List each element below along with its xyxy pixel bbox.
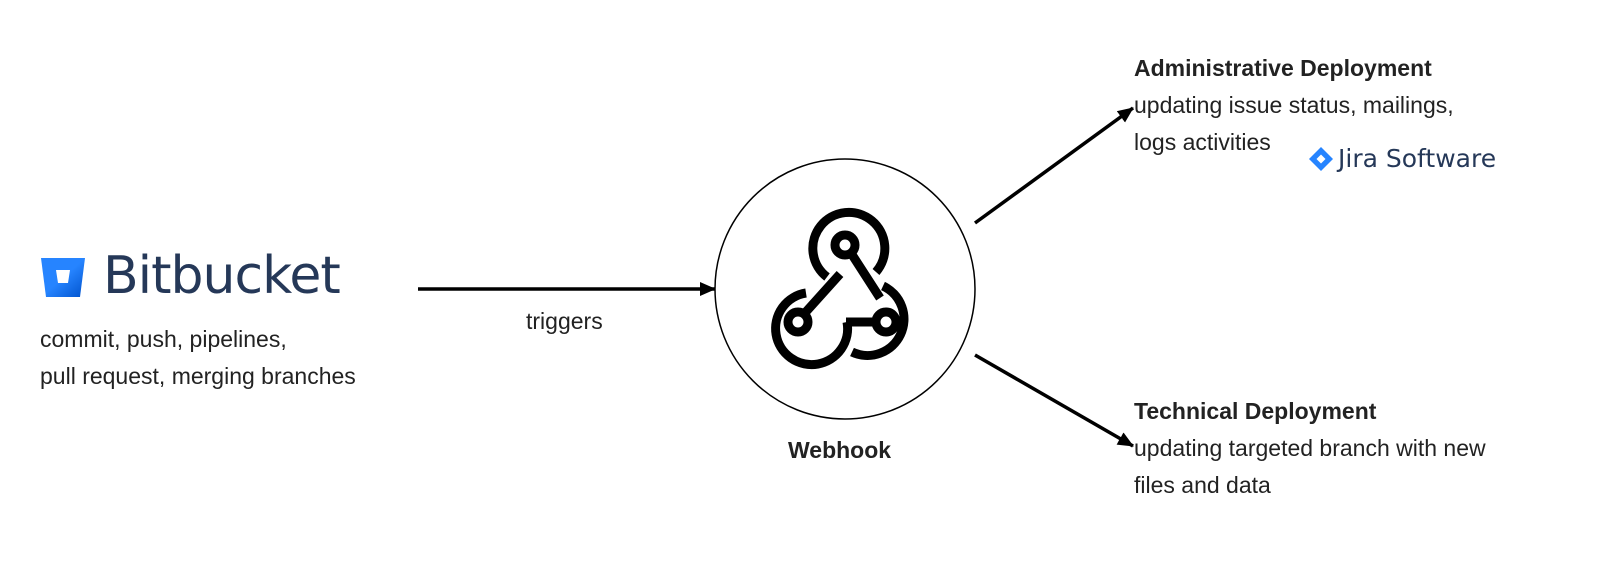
technical-deployment-description-line: files and data bbox=[1134, 472, 1271, 498]
admin-deployment-description-line: logs activities bbox=[1134, 129, 1271, 155]
triggers-label: triggers bbox=[526, 308, 603, 334]
admin-deploy-arrow bbox=[973, 106, 1135, 225]
bitbucket-logo bbox=[41, 258, 85, 302]
admin-deployment-node: Administrative Deployment updating issue… bbox=[1134, 50, 1454, 161]
webhook-label: Webhook bbox=[788, 437, 892, 463]
jira-software-badge: Jira Software bbox=[1309, 146, 1496, 171]
technical-deployment-description-line: updating targeted branch with new bbox=[1134, 435, 1486, 461]
technical-deployment-node: Technical Deployment updating targeted b… bbox=[1134, 393, 1486, 504]
bitbucket-brand-text: Bitbucket bbox=[103, 246, 341, 306]
tech-deploy-arrow bbox=[974, 353, 1134, 448]
admin-deployment-title: Administrative Deployment bbox=[1134, 55, 1432, 81]
source-description-line: commit, push, pipelines, bbox=[40, 326, 287, 352]
source-description: commit, push, pipelines, pull request, m… bbox=[40, 321, 356, 395]
technical-deployment-title: Technical Deployment bbox=[1134, 398, 1377, 424]
source-description-line: pull request, merging branches bbox=[40, 363, 356, 389]
jira-brand-text: Jira Software bbox=[1338, 144, 1497, 173]
jira-logo-icon bbox=[1309, 146, 1333, 171]
webhook-icon bbox=[771, 207, 909, 370]
bitbucket-logo-icon bbox=[41, 258, 85, 297]
webhook-node-circle[interactable] bbox=[714, 158, 976, 420]
admin-deployment-description-line: updating issue status, mailings, bbox=[1134, 92, 1454, 118]
